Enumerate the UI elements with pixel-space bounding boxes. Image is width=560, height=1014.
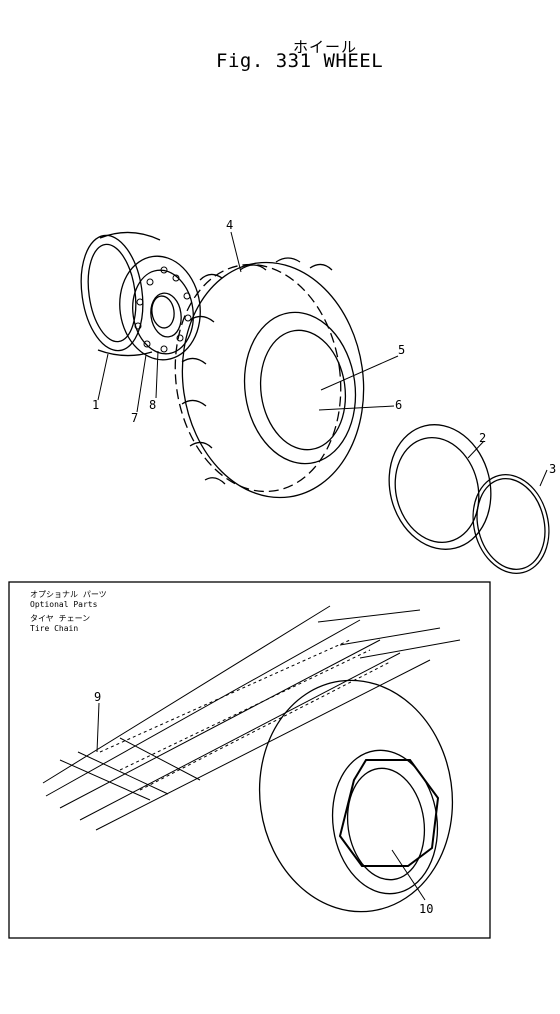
callout-7: 7: [131, 411, 139, 425]
rim-drawing: [80, 231, 201, 361]
chained-tire-drawing: [258, 679, 454, 913]
callout-1: 1: [92, 398, 100, 412]
callout-3: 3: [549, 462, 557, 476]
callout-9: 9: [94, 690, 102, 704]
rim-bolt-holes: [134, 266, 192, 353]
callout-4: 4: [226, 218, 234, 232]
lock-ring-drawing: [472, 474, 550, 574]
optional-parts-label-jp: オプショナル パーツ: [30, 590, 107, 599]
tire-chain-label: Tire Chain: [30, 624, 79, 633]
leader-lines-optional: [96, 702, 426, 901]
tire-drawing: [174, 257, 365, 499]
tire-chain-drawing: [42, 605, 461, 831]
callout-2: 2: [479, 431, 487, 445]
optional-parts-frame: [8, 581, 491, 939]
callout-6: 6: [395, 398, 403, 412]
tire-chain-label-jp: タイヤ チェーン: [30, 614, 91, 623]
leader-lines: [97, 231, 548, 487]
callout-10: 10: [419, 902, 434, 916]
optional-parts-label: Optional Parts: [30, 600, 98, 609]
flange-ring-drawing: [388, 424, 492, 550]
figure-title: Fig. 331 WHEEL: [216, 50, 384, 72]
callout-8: 8: [149, 398, 157, 412]
callout-5: 5: [398, 343, 406, 357]
figure-title-japanese: ホイール: [293, 38, 358, 56]
